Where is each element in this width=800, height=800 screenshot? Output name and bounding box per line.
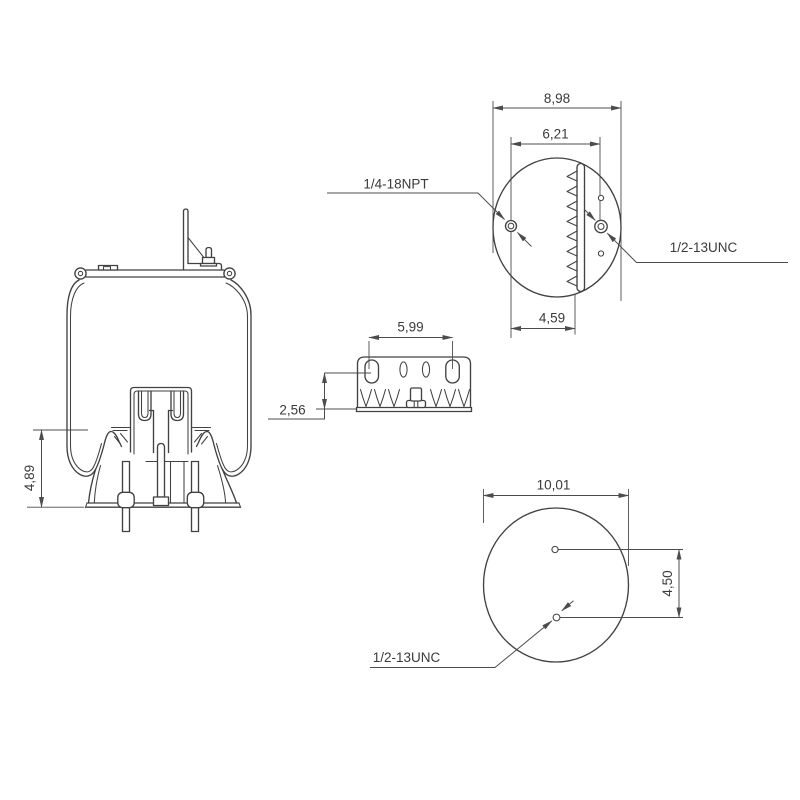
l-bracket-vertical [182,208,189,271]
stud-callout-top: 1/2-13UNC [584,209,788,263]
plate-bead-curl-right [223,267,236,280]
top-view: 8,98 6,21 4,59 1/4-18NPT 1/2-13UNC [327,91,788,338]
stud-grommet-right [186,491,205,509]
air-port-callout: 1/4-18NPT [327,177,532,247]
l-bracket-leg [187,262,223,271]
bracket-bottom-lip [355,406,473,413]
dim-slot-spacing-5-99: 5,99 [368,320,454,369]
bracket-slot-left [364,359,380,384]
top-plate-outline [492,157,622,298]
bellows-inner-right [215,282,249,473]
piston-cup-outer [129,386,193,453]
bellows-outer-left [66,279,123,477]
bracket-bottom-serrations [359,388,471,408]
dim-port-to-stud-6-21: 6,21 [510,127,601,147]
dim-slot-to-bottom-2-56: 2,56 [268,372,371,420]
dim-text-slot-spacing: 5,99 [397,320,423,335]
bottom-view: 10,01 4,50 1/2-13UNC [370,478,683,668]
side-view: 4,89 [22,208,252,533]
piston-cup-inner [133,390,189,455]
stud-grommet-left [117,491,135,509]
dim-height-4-89: 4,89 [22,429,88,508]
air-port [504,219,518,233]
stud-label-top: 1/2-13UNC [670,240,738,255]
bracket-stud [409,387,423,402]
bracket-oval-hole-right [421,361,431,378]
dim-text-port-to-stud: 6,21 [542,127,568,142]
plate-bead-curl-left [74,267,87,280]
piston-skirt-left [87,468,97,504]
dim-text-hole-offset: 4,50 [660,570,675,596]
bracket-hole-upper [597,194,605,202]
dim-text-overall: 8,98 [544,91,570,106]
top-stud-washer [199,262,218,267]
dim-text-slot-to-bottom: 2,56 [279,403,305,418]
bracket-oval-hole-left [399,361,408,378]
dim-text-height: 4,89 [22,465,37,491]
top-stud-nut [201,256,216,265]
center-stud [156,442,166,498]
dim-overall-8-98: 8,98 [492,91,622,111]
stud-label-bottom: 1/2-13UNC [373,650,441,665]
dim-port-to-bracket-4-59: 4,59 [510,311,576,332]
bracket-body [356,356,472,408]
bracket-serrations [566,170,578,287]
stud-callout-bottom: 1/2-13UNC [370,600,574,668]
piston-slot-left [137,390,152,422]
center-hole-bottom [551,545,559,554]
air-port-label: 1/4-18NPT [363,177,428,192]
dim-text-piston-diameter: 10,01 [537,478,571,493]
center-stud-nut [152,496,170,507]
piston-outline-bottom [482,507,630,663]
mounting-stud-top [594,219,608,234]
bellows-outer-right [195,279,252,477]
top-plate-assembly [74,208,236,280]
bracket-edge-strip [576,162,586,293]
bracket-hole-lower [597,250,605,257]
dim-text-port-to-bracket: 4,59 [539,311,565,326]
bellows-inner-left [69,282,103,473]
piston [84,386,242,533]
dim-hole-offset-4-50: 4,50 [660,548,682,619]
stud-hole-bottom [552,613,561,622]
piston-slot-right [170,390,185,422]
bracket-view: 5,99 2,56 [268,320,473,420]
piston-skirt-right [221,468,238,504]
dim-piston-diameter-10-01: 10,01 [482,478,630,499]
top-stud-shaft [205,246,213,259]
